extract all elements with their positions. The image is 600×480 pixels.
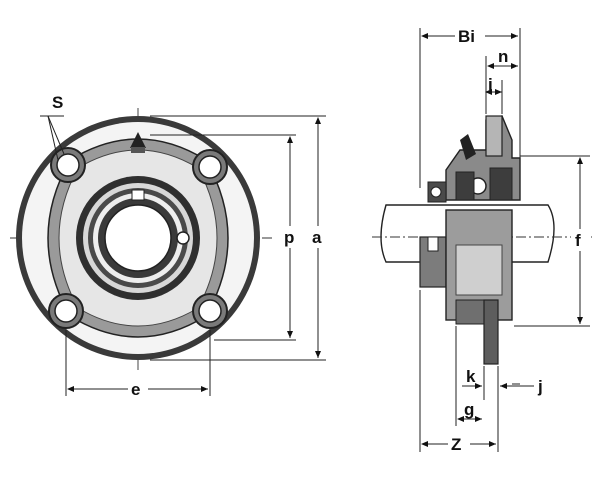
- dim-p-gap: [280, 226, 302, 248]
- leader-S-2: [47, 115, 59, 161]
- label-Bi: Bi: [458, 27, 475, 46]
- dim-Bi-gap: [455, 26, 485, 46]
- side-grease-nipple-icon: [460, 134, 476, 160]
- bolt-hole-top-left: [50, 147, 86, 183]
- set-screw-top: [131, 189, 145, 201]
- label-f: f: [575, 231, 581, 250]
- label-j: j: [537, 377, 543, 396]
- label-k: k: [466, 367, 476, 386]
- dim-Z-gap: [448, 433, 470, 455]
- flange-lower: [483, 299, 499, 365]
- dim-e-gap: [128, 378, 148, 400]
- flange-upper: [485, 115, 503, 157]
- bearing-outer-race-2: [489, 167, 513, 201]
- front-view: S a p e: [10, 93, 330, 400]
- label-p: p: [284, 228, 294, 247]
- bolt-hole-top-right: [192, 149, 228, 185]
- label-S: S: [52, 93, 63, 112]
- collar-slot: [427, 236, 439, 252]
- bolt-hole-bottom-right: [192, 293, 228, 329]
- bolt-hole-bottom-left: [48, 293, 84, 329]
- side-view: Bi n i f k j g Z: [372, 26, 592, 455]
- label-Z: Z: [451, 435, 461, 454]
- dim-f-gap: [571, 229, 591, 251]
- grease-nipple-base: [131, 147, 145, 153]
- housing-lower-face: [455, 244, 503, 296]
- label-n: n: [498, 47, 508, 66]
- label-i: i: [488, 75, 493, 94]
- leader-S-1: [47, 115, 65, 155]
- label-g: g: [464, 400, 474, 419]
- set-screw-right: [176, 231, 190, 245]
- collar-set-screw: [430, 186, 442, 198]
- label-a: a: [312, 228, 322, 247]
- dim-a-gap: [308, 226, 330, 248]
- grease-nipple-icon: [130, 132, 146, 148]
- shaft-bore: [104, 204, 172, 272]
- bearing-outer-race: [455, 171, 475, 201]
- label-e: e: [131, 380, 140, 399]
